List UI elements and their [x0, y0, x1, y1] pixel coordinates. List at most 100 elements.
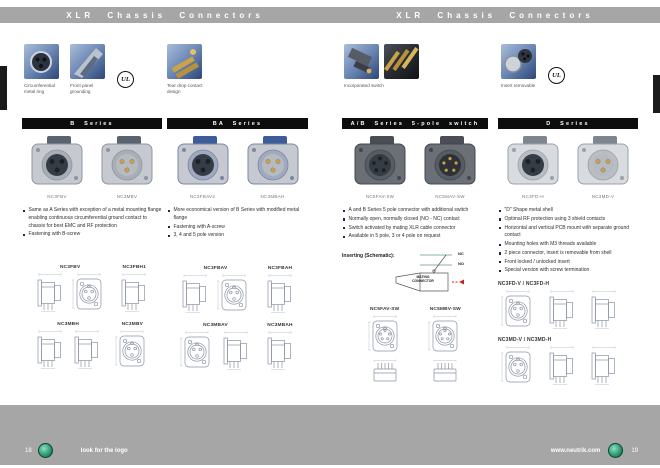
- product-photos: NC5FAV-SW NC5MAV-SW: [342, 135, 488, 199]
- feature-photo: [24, 44, 59, 79]
- drawing-views: [34, 329, 103, 371]
- bullet-item: Special version with screw termination: [499, 267, 638, 275]
- feature-photo: [70, 44, 105, 79]
- footer-right: www.neutrik.com 19: [551, 443, 638, 458]
- product-code: NC3MBAH: [260, 194, 285, 199]
- feature-bullets: Same as A Series with exception of a met…: [22, 207, 162, 239]
- product-code: NC5MAV-SW: [435, 194, 465, 199]
- drawing-views: [367, 314, 403, 385]
- feature-front-panel-grounding: Front panel grounding: [70, 44, 112, 95]
- drawing-row: NC5FAV-SW NC5MBV-SW: [342, 307, 488, 385]
- product-photo-illustration: [507, 136, 559, 185]
- technical-drawings: NC3FBAV NC3FBAH NC3MBAV: [167, 266, 308, 372]
- drawing-bottom-view: [433, 359, 457, 382]
- drawing-front-view: [180, 331, 210, 368]
- bullet-item: Fastening with A-screw: [168, 224, 308, 232]
- product-code: NC3FBV: [47, 194, 67, 199]
- drawing-group: NC3FBV: [34, 265, 107, 314]
- panel-photo-icon: [74, 48, 103, 78]
- bullet-item: Same as A Series with exception of a met…: [23, 207, 162, 230]
- drawing-side-view: [591, 346, 616, 385]
- inserting-schematic: Inserting (Schematic): NC NO MATING CONN…: [342, 247, 488, 299]
- drawing-group: NC3FBAV: [179, 266, 252, 315]
- drawing-front-view: [71, 273, 102, 310]
- product-code: NC3MBV: [116, 194, 138, 199]
- drawing-views: [179, 330, 252, 372]
- feature-tear-drop-contact: Tear drop contact design: [167, 44, 209, 95]
- drawing-group: NC5FAV-SW: [367, 307, 403, 385]
- page-title-left: XLR Chassis Connectors: [66, 10, 264, 20]
- bullet-item: A and B Series 5 pole connector with add…: [343, 207, 488, 215]
- product-photo: NC5MAV-SW: [422, 135, 478, 199]
- switch-photo-icon: [347, 47, 373, 74]
- gold-pins-photo-icon: [384, 47, 419, 72]
- drawing-row: NC3MBAV NC3MBAH: [167, 323, 308, 372]
- section-title-bar: A/B Series 5-pole switch: [342, 118, 488, 129]
- bullet-item: Switch activated by mating XLR cable con…: [343, 225, 488, 233]
- drawing-group: NC3FD-V / NC3FD-H: [498, 281, 620, 331]
- drawing-row: NC3MD-V / NC3MD-H: [498, 337, 638, 391]
- bullet-item: Fastening with B-screw: [23, 231, 162, 239]
- schematic-label: Inserting (Schematic):: [342, 253, 395, 259]
- bullet-item: Mounting holes with M3 threads available: [499, 241, 638, 249]
- page-title-right: XLR Chassis Connectors: [396, 10, 594, 20]
- drawing-side-view: [223, 331, 248, 370]
- drawing-group: NC3FBAH: [264, 266, 296, 315]
- drawing-label: NC5MBV-SW: [429, 307, 461, 312]
- product-photo-illustration: [354, 136, 406, 185]
- insert-photo-icon: [504, 49, 532, 73]
- product-photo: NC3MBAH: [245, 135, 301, 199]
- feature-caption: Insert removable: [501, 83, 536, 88]
- section-ab-5pole-switch: A/B Series 5-pole switch NC5FAV-SW NC5MA…: [342, 118, 488, 393]
- product-code: NC3FD-H: [522, 194, 544, 199]
- drawing-group: NC3MBAV: [179, 323, 252, 372]
- feature-photo: [384, 44, 419, 79]
- feature-caption: Front panel grounding: [70, 83, 94, 94]
- section-ba-series: BA Series NC3FBAV2 NC3MBAH More economic…: [167, 118, 308, 380]
- drawing-views: [500, 289, 620, 331]
- drawing-side-view: [549, 290, 574, 329]
- drawing-label: NC3FBV: [59, 265, 81, 270]
- drawing-label: NC3FD-V / NC3FD-H: [498, 281, 550, 287]
- drawing-front-view: [428, 315, 458, 352]
- neutrik-logo-icon: [37, 443, 53, 458]
- section-b-series: B Series NC3FBV NC3MBV Same as A Series …: [22, 118, 162, 379]
- product-photo-illustration: [247, 136, 298, 185]
- drawing-side-view: [121, 273, 146, 312]
- drawing-views: [264, 273, 296, 315]
- drawing-views: [179, 273, 252, 315]
- drawing-side-view: [37, 330, 61, 369]
- footer-tagline: look for the logo: [80, 447, 128, 454]
- product-photo-illustration: [577, 136, 629, 185]
- bullet-item: More economical version of B Series with…: [168, 207, 308, 223]
- product-photo-illustration: [31, 136, 83, 185]
- product-photo: NC3MD-V: [575, 135, 631, 199]
- switch-schematic-drawing: [395, 254, 464, 292]
- feature-circumferential-ring: Circumferential metal ring: [24, 44, 66, 95]
- product-photo: NC3MBV: [99, 135, 155, 199]
- drawing-views: [500, 345, 620, 387]
- product-photo: NC3FBAV2: [175, 135, 231, 199]
- bullet-item: Normally open, normally closed (NO - NC)…: [343, 216, 488, 224]
- footer-website: www.neutrik.com: [550, 447, 601, 454]
- drawing-label: NC3MBAH: [267, 323, 293, 328]
- feature-caption: Circumferential metal ring: [24, 83, 55, 94]
- drawing-label: NC3FBH1: [122, 265, 147, 270]
- bullet-item: 3, 4 and 5 pole version: [168, 232, 308, 240]
- drawing-front-view: [367, 315, 398, 352]
- drawing-side-view: [74, 330, 98, 369]
- bullet-item: Available in 5 pole, 3 or 4 pole on requ…: [343, 233, 488, 241]
- drawing-group: NC5MBV-SW: [427, 307, 463, 385]
- drawing-front-view: [115, 330, 145, 367]
- drawing-views: [427, 314, 463, 385]
- feature-insert-removable: Insert removable: [501, 44, 543, 89]
- technical-drawings: NC3FD-V / NC3FD-H NC3MD-V / NC3MD-H: [498, 281, 638, 391]
- drawing-group: NC3MBV: [114, 322, 150, 371]
- section-title-bar: D Series: [498, 118, 638, 129]
- page-number-right: 19: [631, 447, 638, 454]
- drawing-side-view: [549, 346, 574, 385]
- drawing-side-view: [267, 274, 292, 313]
- product-photo: NC3FD-H: [505, 135, 561, 199]
- drawing-label: NC3MD-V / NC3MD-H: [498, 337, 552, 343]
